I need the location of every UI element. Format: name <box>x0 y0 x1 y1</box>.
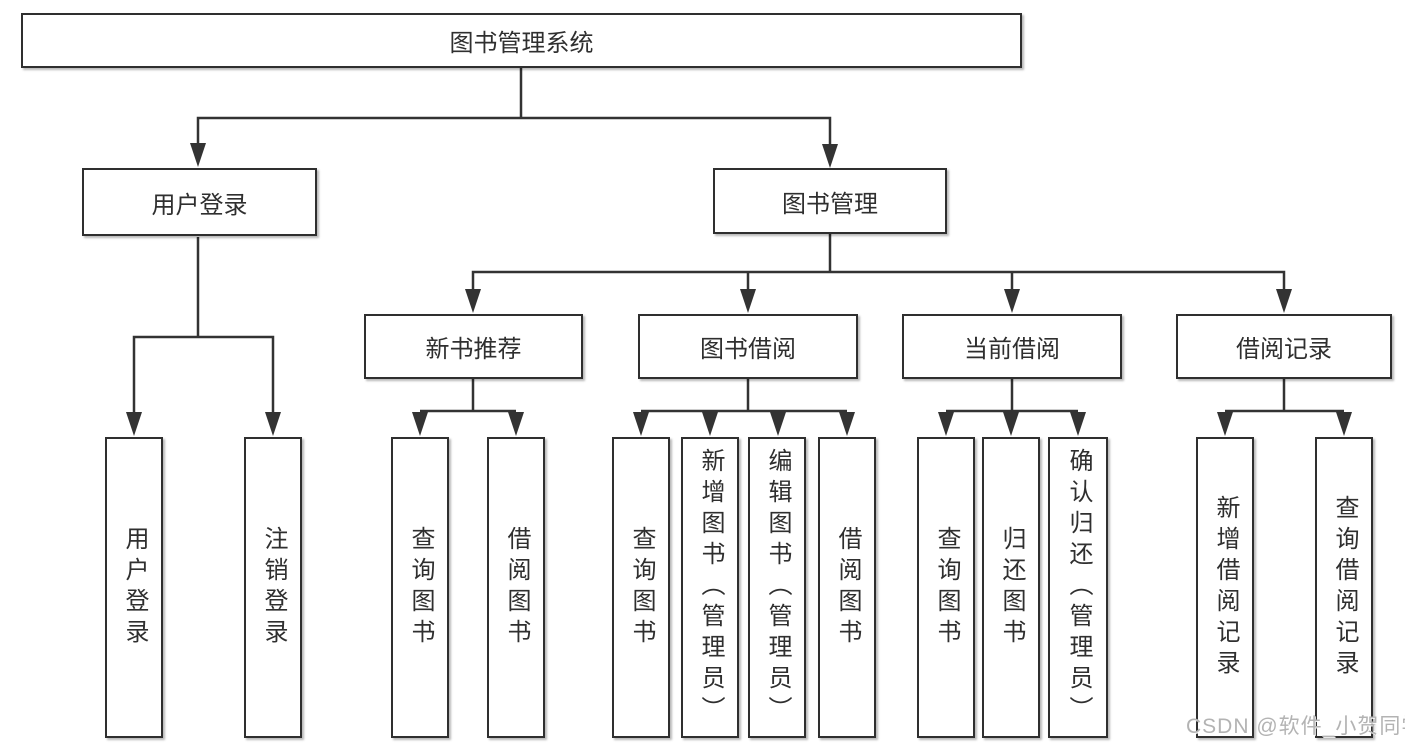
arrowhead-icon <box>1003 412 1019 436</box>
node-label: 新书推荐 <box>425 336 522 363</box>
borrow-records-connector <box>1217 379 1352 436</box>
book-management-connector <box>465 234 1292 313</box>
leaf-user-login: 用户登录 <box>105 437 163 738</box>
arrowhead-icon <box>822 144 838 168</box>
leaf-query-books-current: 查询图书 <box>917 437 975 738</box>
new-book-recommend-connector <box>412 379 524 436</box>
leaf-label: 归还图书 <box>998 525 1025 650</box>
node-label: 图书管理系统 <box>449 30 594 57</box>
leaf-label: 新增借阅记录 <box>1212 494 1239 681</box>
node-label: 用户登录 <box>151 191 248 219</box>
node-book-management: 图书管理 <box>713 168 947 234</box>
root-connector <box>190 68 838 168</box>
leaf-label: 借阅图书 <box>834 525 861 650</box>
leaf-label: 注销登录 <box>260 525 287 650</box>
arrowhead-icon <box>633 412 649 436</box>
arrowhead-icon <box>1070 412 1086 436</box>
node-label: 图书借阅 <box>700 336 796 363</box>
arrowhead-icon <box>702 412 718 436</box>
leaf-query-books-newbook: 查询图书 <box>391 437 449 738</box>
arrowhead-icon <box>190 143 206 167</box>
node-label: 当前借阅 <box>964 336 1060 363</box>
leaf-borrow-books-borrow: 借阅图书 <box>818 437 876 738</box>
leaf-label: 查询图书 <box>628 525 655 650</box>
leaf-confirm-return-admin: 确认归还（管理员） <box>1048 437 1108 738</box>
arrowhead-icon <box>508 412 524 436</box>
leaf-borrow-books-newbook: 借阅图书 <box>487 437 545 738</box>
arrowhead-icon <box>126 412 142 436</box>
node-new-book-recommend: 新书推荐 <box>364 314 583 379</box>
leaf-label: 确认归还（管理员） <box>1065 448 1092 727</box>
leaf-label: 新增图书（管理员） <box>697 448 724 727</box>
leaf-label: 借阅图书 <box>503 525 530 650</box>
csdn-watermark: CSDN @软件_小贺同学 <box>1186 715 1405 738</box>
arrowhead-icon <box>1004 289 1020 313</box>
user-login-branch-connector <box>126 237 281 436</box>
arrowhead-icon <box>740 289 756 313</box>
leaf-edit-books-admin: 编辑图书（管理员） <box>748 437 806 738</box>
node-library-management-system: 图书管理系统 <box>21 13 1022 68</box>
arrowhead-icon <box>1336 412 1352 436</box>
leaf-logout-login: 注销登录 <box>244 437 302 738</box>
leaf-label: 用户登录 <box>121 525 148 650</box>
leaf-query-books-borrow: 查询图书 <box>612 437 670 738</box>
leaf-label: 查询图书 <box>933 525 960 650</box>
leaf-label: 编辑图书（管理员） <box>764 448 791 727</box>
book-borrow-connector <box>633 379 855 436</box>
arrowhead-icon <box>770 412 786 436</box>
node-user-login-branch: 用户登录 <box>82 168 317 236</box>
leaf-label: 查询图书 <box>407 525 434 650</box>
arrowhead-icon <box>938 412 954 436</box>
leaf-return-books: 归还图书 <box>982 437 1040 738</box>
node-label: 借阅记录 <box>1236 336 1332 363</box>
current-borrow-connector <box>938 379 1086 436</box>
leaf-add-books-admin: 新增图书（管理员） <box>681 437 739 738</box>
leaf-add-borrow-record: 新增借阅记录 <box>1196 437 1254 738</box>
leaf-query-borrow-record: 查询借阅记录 <box>1315 437 1373 738</box>
arrowhead-icon <box>1276 289 1292 313</box>
node-current-borrow: 当前借阅 <box>902 314 1122 379</box>
arrowhead-icon <box>839 412 855 436</box>
arrowhead-icon <box>465 289 481 313</box>
node-borrow-records: 借阅记录 <box>1176 314 1392 379</box>
arrowhead-icon <box>1217 412 1233 436</box>
node-label: 图书管理 <box>782 190 878 218</box>
node-book-borrow: 图书借阅 <box>638 314 858 379</box>
arrowhead-icon <box>412 412 428 436</box>
arrowhead-icon <box>265 412 281 436</box>
leaf-label: 查询借阅记录 <box>1331 494 1358 681</box>
